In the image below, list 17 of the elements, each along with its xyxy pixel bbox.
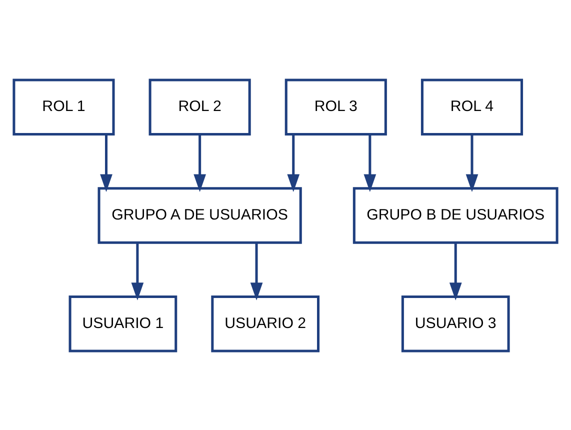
node-box: ROL 3	[284, 78, 387, 135]
node-box: USUARIO 3	[401, 295, 510, 352]
arrow	[100, 134, 112, 192]
arrow	[131, 242, 144, 300]
node-box: GRUPO A DE USUARIOS	[98, 186, 302, 244]
node-box: ROL 2	[148, 78, 251, 135]
node-box: ROL 1	[12, 78, 115, 135]
node-box: USUARIO 2	[211, 295, 320, 352]
arrow	[287, 134, 300, 192]
node-box: USUARIO 1	[68, 295, 178, 352]
node-box: GRUPO B DE USUARIOS	[352, 186, 558, 244]
arrow	[194, 134, 206, 192]
arrow	[250, 242, 263, 300]
arrow	[466, 134, 478, 192]
arrow	[449, 242, 462, 300]
node-box: ROL 4	[420, 78, 524, 135]
arrow	[364, 134, 376, 192]
